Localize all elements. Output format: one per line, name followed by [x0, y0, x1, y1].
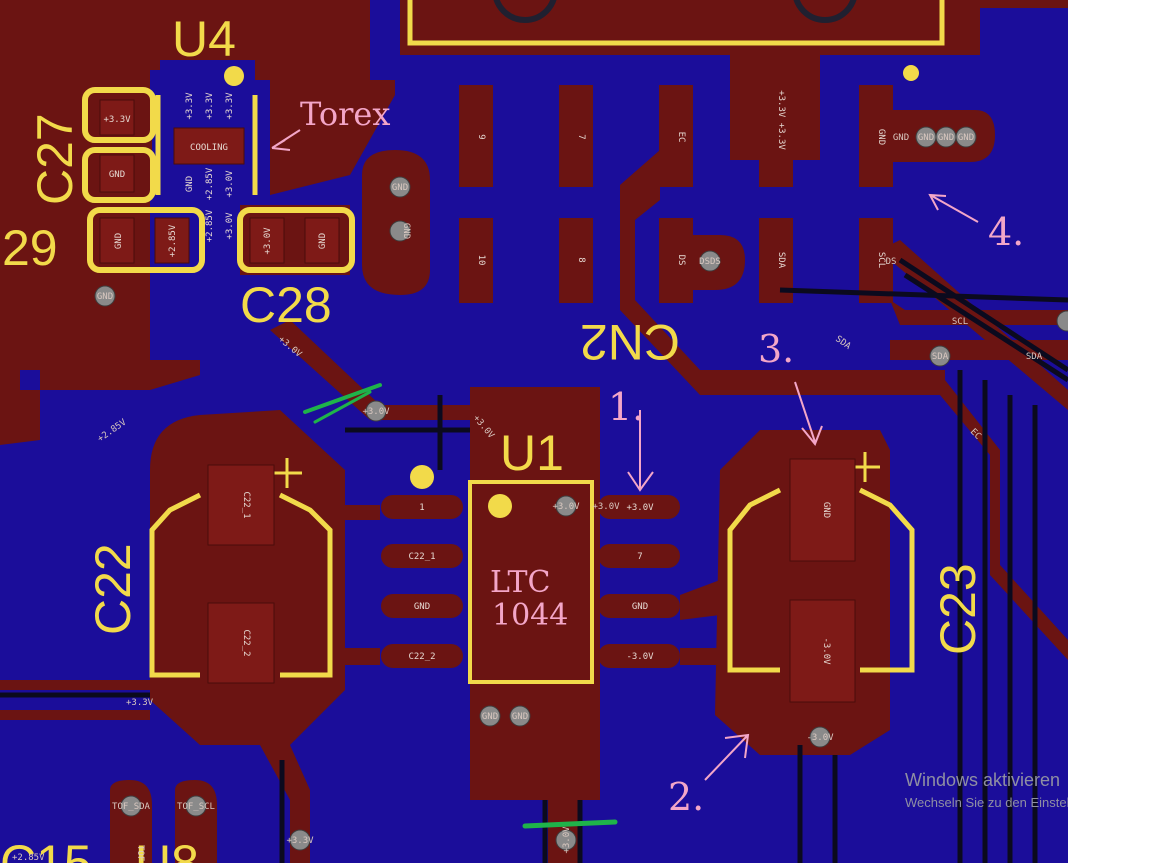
svg-text:DS: DS — [886, 257, 897, 267]
label-c28: C28 — [240, 277, 332, 333]
smd-pads — [99, 99, 856, 703]
svg-text:9: 9 — [476, 134, 486, 139]
svg-text:+3.0V: +3.0V — [626, 503, 654, 513]
svg-text:+3.0V: +3.0V — [562, 826, 572, 854]
green-marker-strokes — [303, 383, 618, 829]
svg-text:TOF_SCL: TOF_SCL — [177, 802, 215, 812]
svg-text:GND: GND — [109, 170, 125, 180]
svg-text:+3.3V: +3.3V — [286, 836, 314, 846]
svg-text:-3.0V: -3.0V — [626, 652, 654, 662]
watermark-title: Windows aktivieren — [905, 770, 1061, 790]
svg-text:GND: GND — [893, 133, 909, 143]
svg-text:+2.85V: +2.85V — [12, 853, 45, 863]
pad-labels: +3.3V GND GND +2.85V +3.0V GND COOLING +… — [103, 90, 886, 665]
svg-text:GND: GND — [512, 712, 528, 722]
svg-text:GND: GND — [392, 183, 408, 193]
label-c15: C15 — [0, 835, 92, 863]
svg-text:EC: EC — [676, 132, 686, 143]
svg-text:GND: GND — [938, 133, 954, 143]
pin1-markers — [224, 65, 919, 518]
svg-text:+3.3V: +3.3V — [103, 115, 131, 125]
annotation-1044: 1044 — [492, 598, 568, 633]
svg-text:SDA: SDA — [833, 334, 853, 352]
svg-text:C22_2: C22_2 — [241, 629, 251, 656]
svg-text:GND: GND — [632, 602, 648, 612]
svg-text:+2.85V: +2.85V — [96, 417, 129, 444]
annotation-4: 4. — [988, 210, 1024, 254]
label-c27: C27 — [27, 113, 83, 205]
svg-text:+3.0V: +3.0V — [225, 212, 235, 240]
svg-text:10: 10 — [476, 255, 486, 266]
label-c22: C22 — [85, 543, 141, 635]
pcb-layout-view[interactable]: U4 U1 U8 C15 29 C28 C27 C22 C23 CN2 +3.3… — [0, 0, 1068, 863]
label-u8: U8 — [135, 835, 199, 863]
svg-text:DSDS: DSDS — [699, 257, 721, 267]
svg-text:+3.3V +3.3V: +3.3V +3.3V — [776, 90, 786, 150]
annotation-1: 1. — [608, 385, 644, 429]
svg-text:+3.3V: +3.3V — [126, 698, 154, 708]
svg-text:GND: GND — [918, 133, 934, 143]
svg-text:GND: GND — [185, 176, 195, 192]
svg-text:GND: GND — [958, 133, 974, 143]
annotation-3: 3. — [758, 327, 794, 371]
label-u4: U4 — [172, 11, 236, 67]
svg-text:TOF_SDA: TOF_SDA — [112, 802, 151, 812]
svg-text:-3.0V: -3.0V — [821, 637, 831, 665]
via-labels: GND GND GND DSDS +3.0V +3.0V +3.0V GND G… — [12, 133, 1043, 863]
svg-text:C22_2: C22_2 — [408, 652, 435, 662]
watermark-subtitle: Wechseln Sie zu den Einstellungen — [905, 795, 1068, 810]
svg-text:+3.0V: +3.0V — [362, 407, 390, 417]
svg-text:+3.0V: +3.0V — [225, 170, 235, 198]
signal-traces — [0, 257, 1068, 863]
annotation-2: 2. — [668, 775, 704, 819]
svg-text:GND: GND — [876, 129, 886, 145]
windows-activation-watermark: Windows aktivieren Wechseln Sie zu den E… — [905, 770, 1068, 830]
svg-text:+2.85V: +2.85V — [205, 209, 215, 242]
svg-text:+3.3V: +3.3V — [185, 92, 195, 120]
svg-text:SDA: SDA — [932, 352, 949, 362]
svg-text:GND: GND — [97, 292, 113, 302]
label-c23: C23 — [930, 563, 986, 655]
svg-text:GND: GND — [401, 223, 411, 239]
svg-text:-3.0V: -3.0V — [806, 733, 834, 743]
svg-text:C22_1: C22_1 — [408, 552, 435, 562]
svg-text:SCL: SCL — [952, 317, 968, 327]
designators: U4 U1 U8 C15 29 C28 C27 C22 C23 CN2 — [0, 11, 986, 863]
svg-text:GND: GND — [482, 712, 498, 722]
svg-text:+2.85V: +2.85V — [168, 224, 178, 257]
annotation-ltc: LTC — [490, 565, 550, 600]
annotation-torex: Torex — [300, 95, 390, 133]
svg-text:+3.3V: +3.3V — [205, 92, 215, 120]
svg-text:TOF: TOF — [135, 845, 145, 861]
svg-text:GND: GND — [821, 502, 831, 518]
svg-text:DS: DS — [676, 255, 686, 266]
svg-text:+3.0V: +3.0V — [592, 502, 620, 512]
svg-text:+2.85V: +2.85V — [205, 167, 215, 200]
vias — [94, 126, 1068, 851]
svg-text:7: 7 — [637, 552, 642, 562]
svg-text:+3.0V: +3.0V — [552, 502, 580, 512]
svg-text:+3.0V: +3.0V — [263, 227, 273, 255]
svg-text:SCL: SCL — [876, 252, 886, 268]
pcb-canvas: U4 U1 U8 C15 29 C28 C27 C22 C23 CN2 +3.3… — [0, 0, 1068, 863]
handwritten-annotations: Torex LTC 1044 1. 2. 3. 4. — [271, 95, 1024, 819]
blank-side-panel — [1068, 0, 1152, 863]
svg-text:1: 1 — [419, 503, 424, 513]
silkscreen-layer — [82, 0, 945, 684]
label-c29: 29 — [2, 220, 58, 276]
svg-text:GND: GND — [414, 602, 430, 612]
svg-text:SDA: SDA — [776, 252, 786, 269]
svg-text:SDA: SDA — [1026, 352, 1043, 362]
svg-text:GND: GND — [318, 233, 328, 249]
label-cn2: CN2 — [580, 314, 680, 370]
svg-text:8: 8 — [576, 257, 586, 262]
svg-text:7: 7 — [576, 134, 586, 139]
svg-text:GND: GND — [114, 233, 124, 249]
svg-text:+3.3V: +3.3V — [225, 92, 235, 120]
svg-text:COOLING: COOLING — [190, 143, 228, 153]
svg-text:C22_1: C22_1 — [241, 491, 251, 518]
label-u1: U1 — [500, 425, 564, 481]
